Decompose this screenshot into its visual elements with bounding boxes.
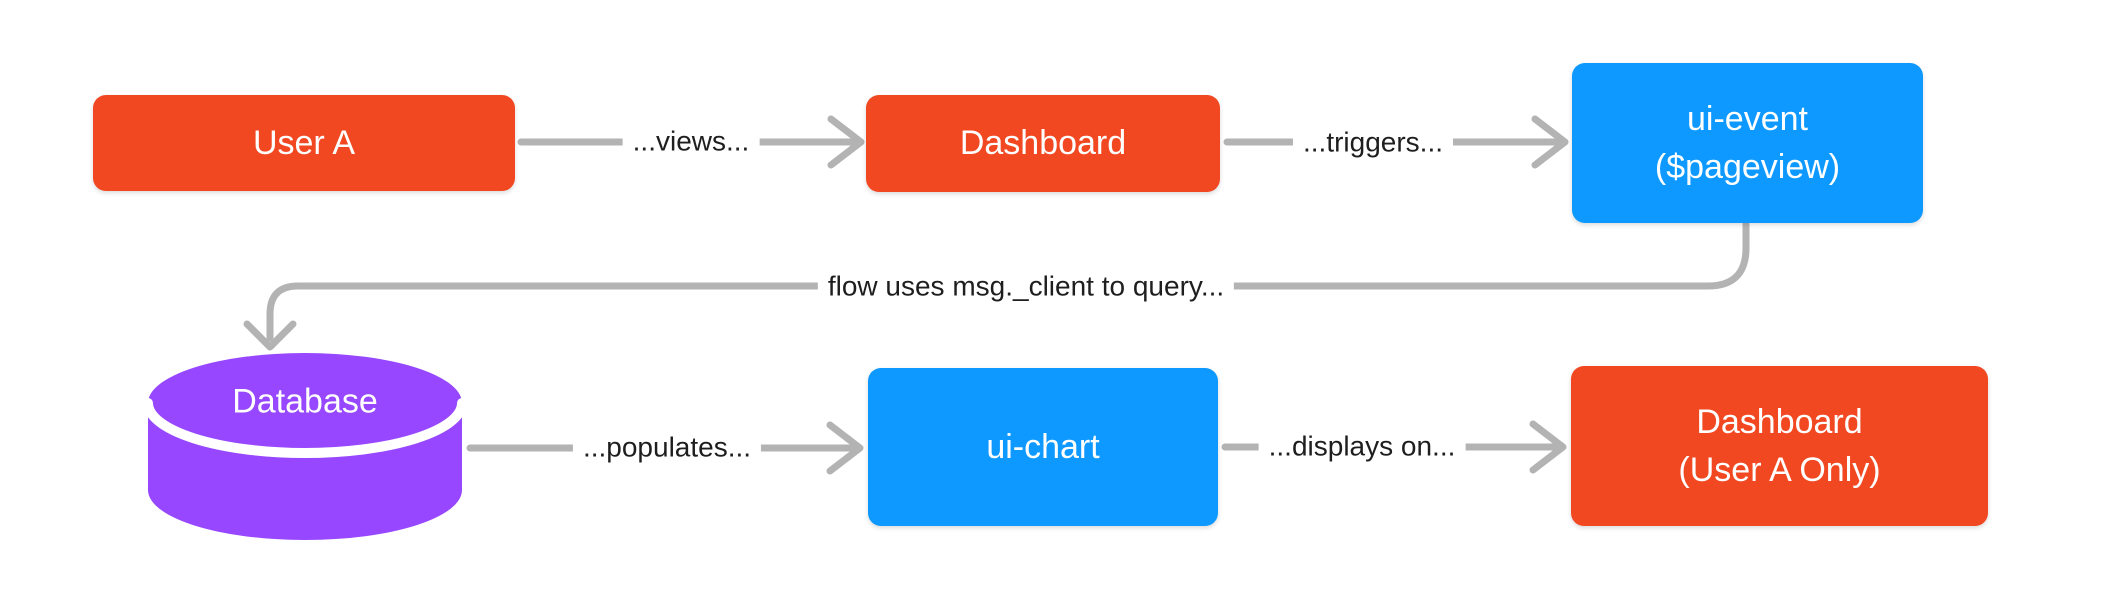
node-ui-chart: ui-chart [868, 368, 1218, 526]
edge-views-arrowhead-icon [827, 115, 865, 169]
node-dashboard: Dashboard [866, 95, 1220, 192]
edge-query-line [266, 220, 1750, 342]
edge-label-populates: ...populates... [572, 430, 762, 466]
node-dashboard-user-a-only: Dashboard (User A Only) [1571, 366, 1988, 526]
node-database-label: Database [232, 382, 378, 421]
edge-populates-arrowhead-icon [826, 421, 864, 475]
edge-label-query: flow uses msg._client to query... [817, 269, 1235, 305]
database-cylinder-top [148, 353, 462, 453]
edge-label-displays-on: ...displays on... [1258, 429, 1466, 465]
node-user-a-label: User A [252, 123, 356, 162]
node-dashboard-label: Dashboard [959, 124, 1127, 163]
node-dashboard-user-a-only-label-line2: (User A Only) [1678, 451, 1881, 489]
node-database-cylinder [143, 353, 467, 540]
node-dashboard-user-a-only-label-line1: Dashboard [1696, 402, 1863, 441]
edge-query-arrowhead-icon [243, 320, 297, 351]
edge-label-triggers: ...triggers... [1292, 125, 1454, 161]
node-ui-chart-label: ui-chart [986, 427, 1100, 466]
edge-displays-on-arrowhead-icon [1529, 420, 1567, 474]
edge-label-views: ...views... [622, 124, 760, 160]
database-cylinder-band [143, 398, 467, 458]
node-user-a: User A [93, 95, 515, 191]
node-ui-event-label-line2: ($pageview) [1654, 148, 1841, 186]
edge-triggers-arrowhead-icon [1531, 115, 1569, 169]
node-ui-event-label-line1: ui-event [1687, 99, 1808, 138]
node-ui-event: ui-event ($pageview) [1572, 63, 1923, 223]
